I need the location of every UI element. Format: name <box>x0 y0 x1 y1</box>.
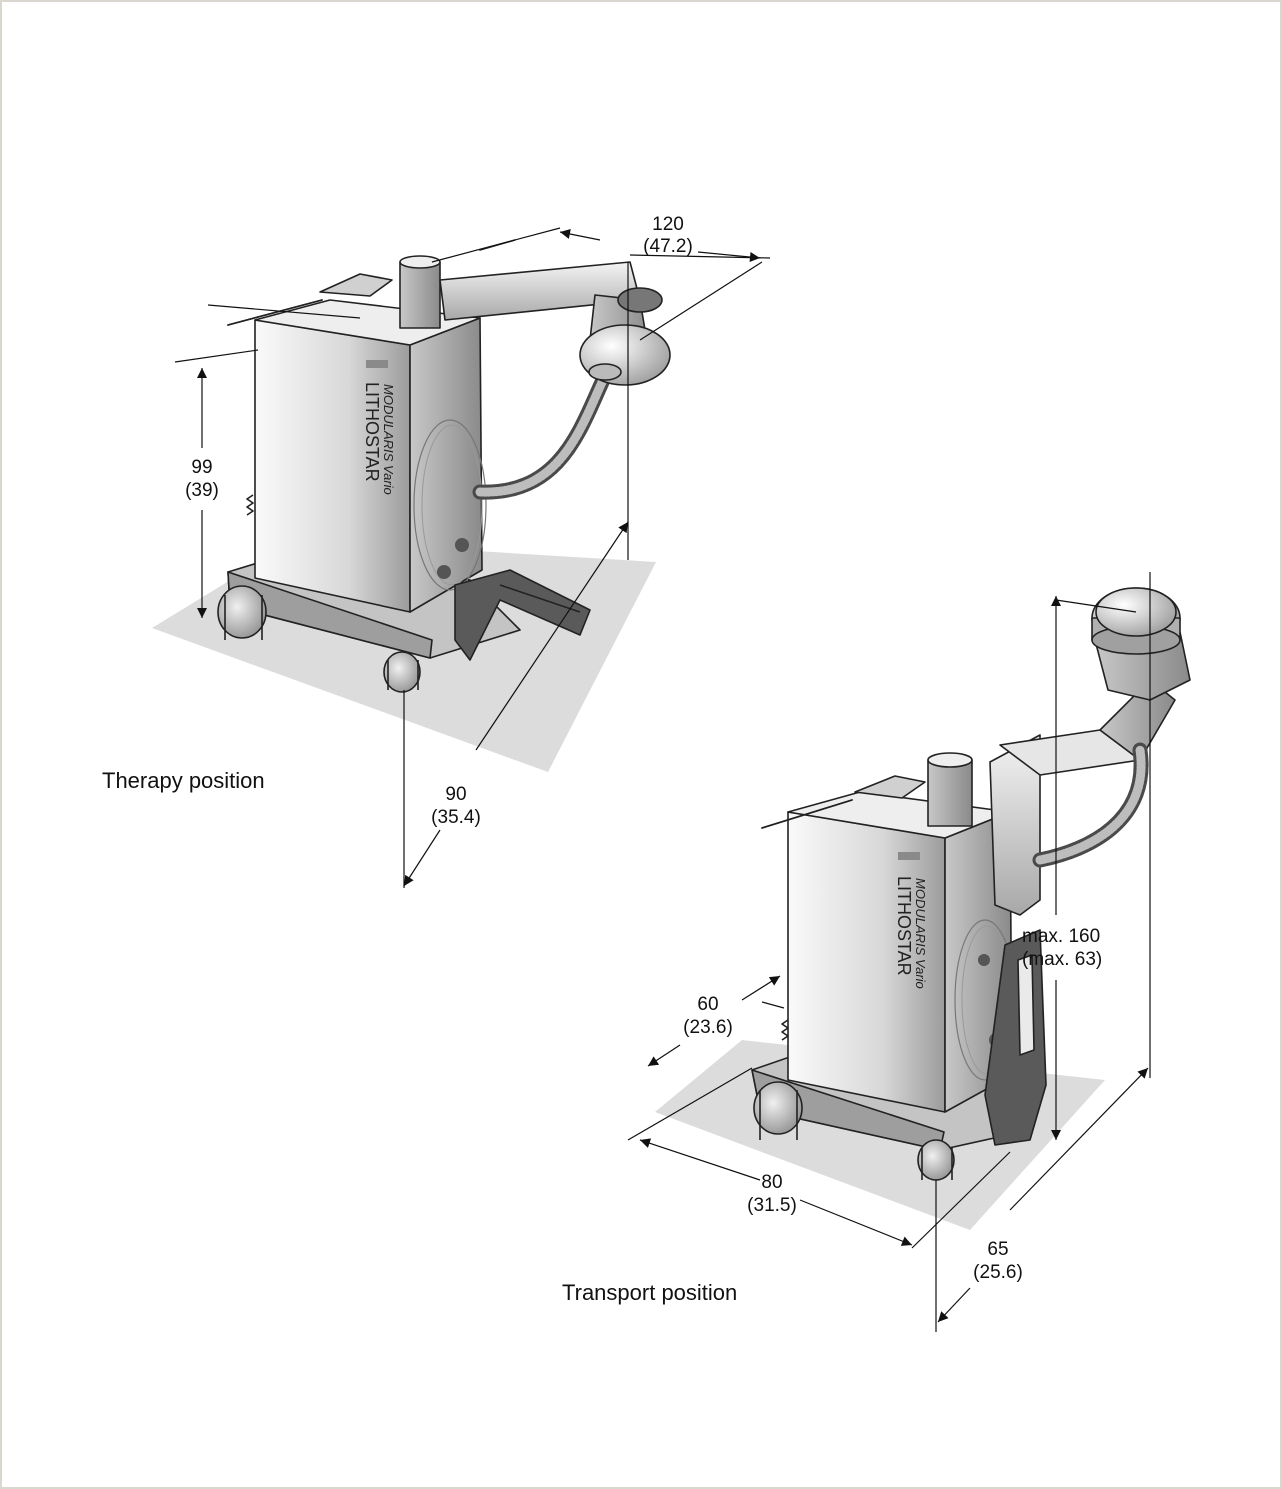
transport-front-depth-inch: (23.6) <box>683 1017 733 1038</box>
therapy-dimension-lines <box>174 227 771 888</box>
transport-unit: LITHOSTAR MODULARIS Vario <box>655 587 1191 1230</box>
therapy-height-value: 99 <box>191 457 212 478</box>
therapy-wheel-left <box>217 585 267 639</box>
transport-wheel-left <box>753 1081 803 1135</box>
therapy-depth-inch: (35.4) <box>431 807 481 828</box>
transport-model-label: MODULARIS Vario <box>913 878 928 989</box>
transport-length-inch: (31.5) <box>747 1195 797 1216</box>
transport-max-height-value: max. 160 <box>1022 926 1100 947</box>
therapy-unit: LITHOSTAR MODULARIS Vario <box>152 239 671 772</box>
transport-depth-value: 65 <box>987 1239 1008 1260</box>
therapy-height-inch: (39) <box>185 480 219 501</box>
therapy-caption: Therapy position <box>102 768 265 793</box>
transport-front-depth-value: 60 <box>697 994 718 1015</box>
transport-depth-inch: (25.6) <box>973 1262 1023 1283</box>
therapy-wheel-front <box>383 651 421 693</box>
transport-max-height-inch: (max. 63) <box>1022 949 1102 970</box>
transport-caption: Transport position <box>562 1280 737 1305</box>
therapy-width-value: 120 <box>652 214 684 235</box>
therapy-depth-value: 90 <box>445 784 466 805</box>
transport-dimension-lines <box>627 572 1151 1332</box>
therapy-model-label: MODULARIS Vario <box>381 384 396 495</box>
transport-length-value: 80 <box>761 1172 782 1193</box>
transport-brand-label: LITHOSTAR <box>894 876 914 976</box>
transport-wheel-front <box>917 1139 955 1181</box>
therapy-width-inch: (47.2) <box>643 236 693 257</box>
therapy-brand-label: LITHOSTAR <box>362 382 382 482</box>
